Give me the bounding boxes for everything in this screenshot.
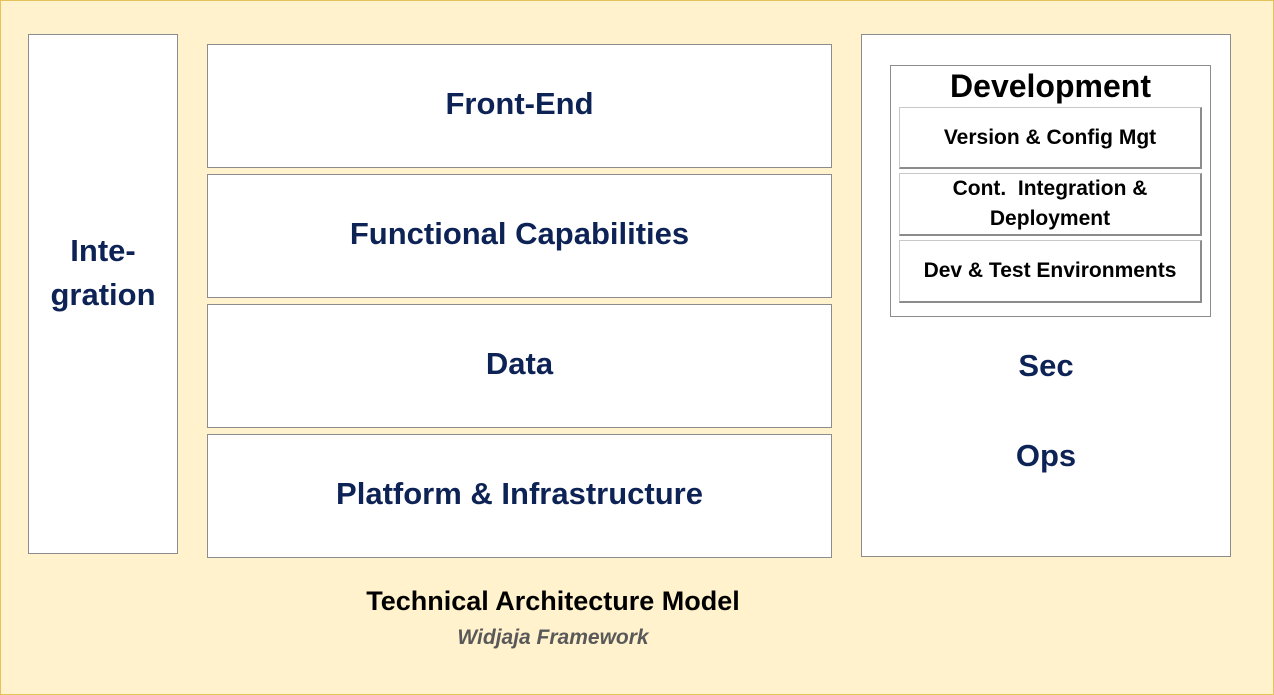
version-config-mgt-box: Version & Config Mgt xyxy=(899,107,1202,169)
layer-data: Data xyxy=(207,304,832,428)
integration-label-line-2: gration xyxy=(50,277,156,312)
layer-label: Data xyxy=(485,346,554,381)
layer-label: Functional Capabilities xyxy=(349,216,690,251)
ci-deployment-line-1: Cont. Integration & xyxy=(952,177,1148,200)
integration-label-line-1: Inte- xyxy=(70,233,136,268)
ci-deployment-label: Cont. Integration & Deployment xyxy=(953,174,1148,234)
dev-test-environments-label: Dev & Test Environments xyxy=(923,259,1177,282)
version-config-mgt-label: Version & Config Mgt xyxy=(943,125,1157,149)
layer-label: Platform & Infrastructure xyxy=(336,476,703,511)
ci-deployment-box: Cont. Integration & Deployment xyxy=(899,173,1202,236)
layer-front-end: Front-End xyxy=(207,44,832,168)
diagram-subtitle: Widjaja Framework xyxy=(457,626,649,649)
development-title: Development xyxy=(950,68,1151,104)
layer-platform-infrastructure: Platform & Infrastructure xyxy=(207,434,832,558)
ops-label: Ops xyxy=(1015,438,1077,473)
development-box: Development Version & Config Mgt Cont. I… xyxy=(890,65,1211,317)
devsecops-column: Development Version & Config Mgt Cont. I… xyxy=(861,34,1231,557)
diagram-title: Technical Architecture Model xyxy=(366,586,740,616)
integration-label: Inte- gration xyxy=(50,229,155,317)
layer-label: Front-End xyxy=(445,86,594,121)
sec-label: Sec xyxy=(1018,348,1074,383)
ci-deployment-line-2: Deployment xyxy=(989,207,1111,230)
layer-functional-capabilities: Functional Capabilities xyxy=(207,174,832,298)
dev-test-environments-box: Dev & Test Environments xyxy=(899,240,1202,303)
integration-column: Inte- gration xyxy=(28,34,178,554)
